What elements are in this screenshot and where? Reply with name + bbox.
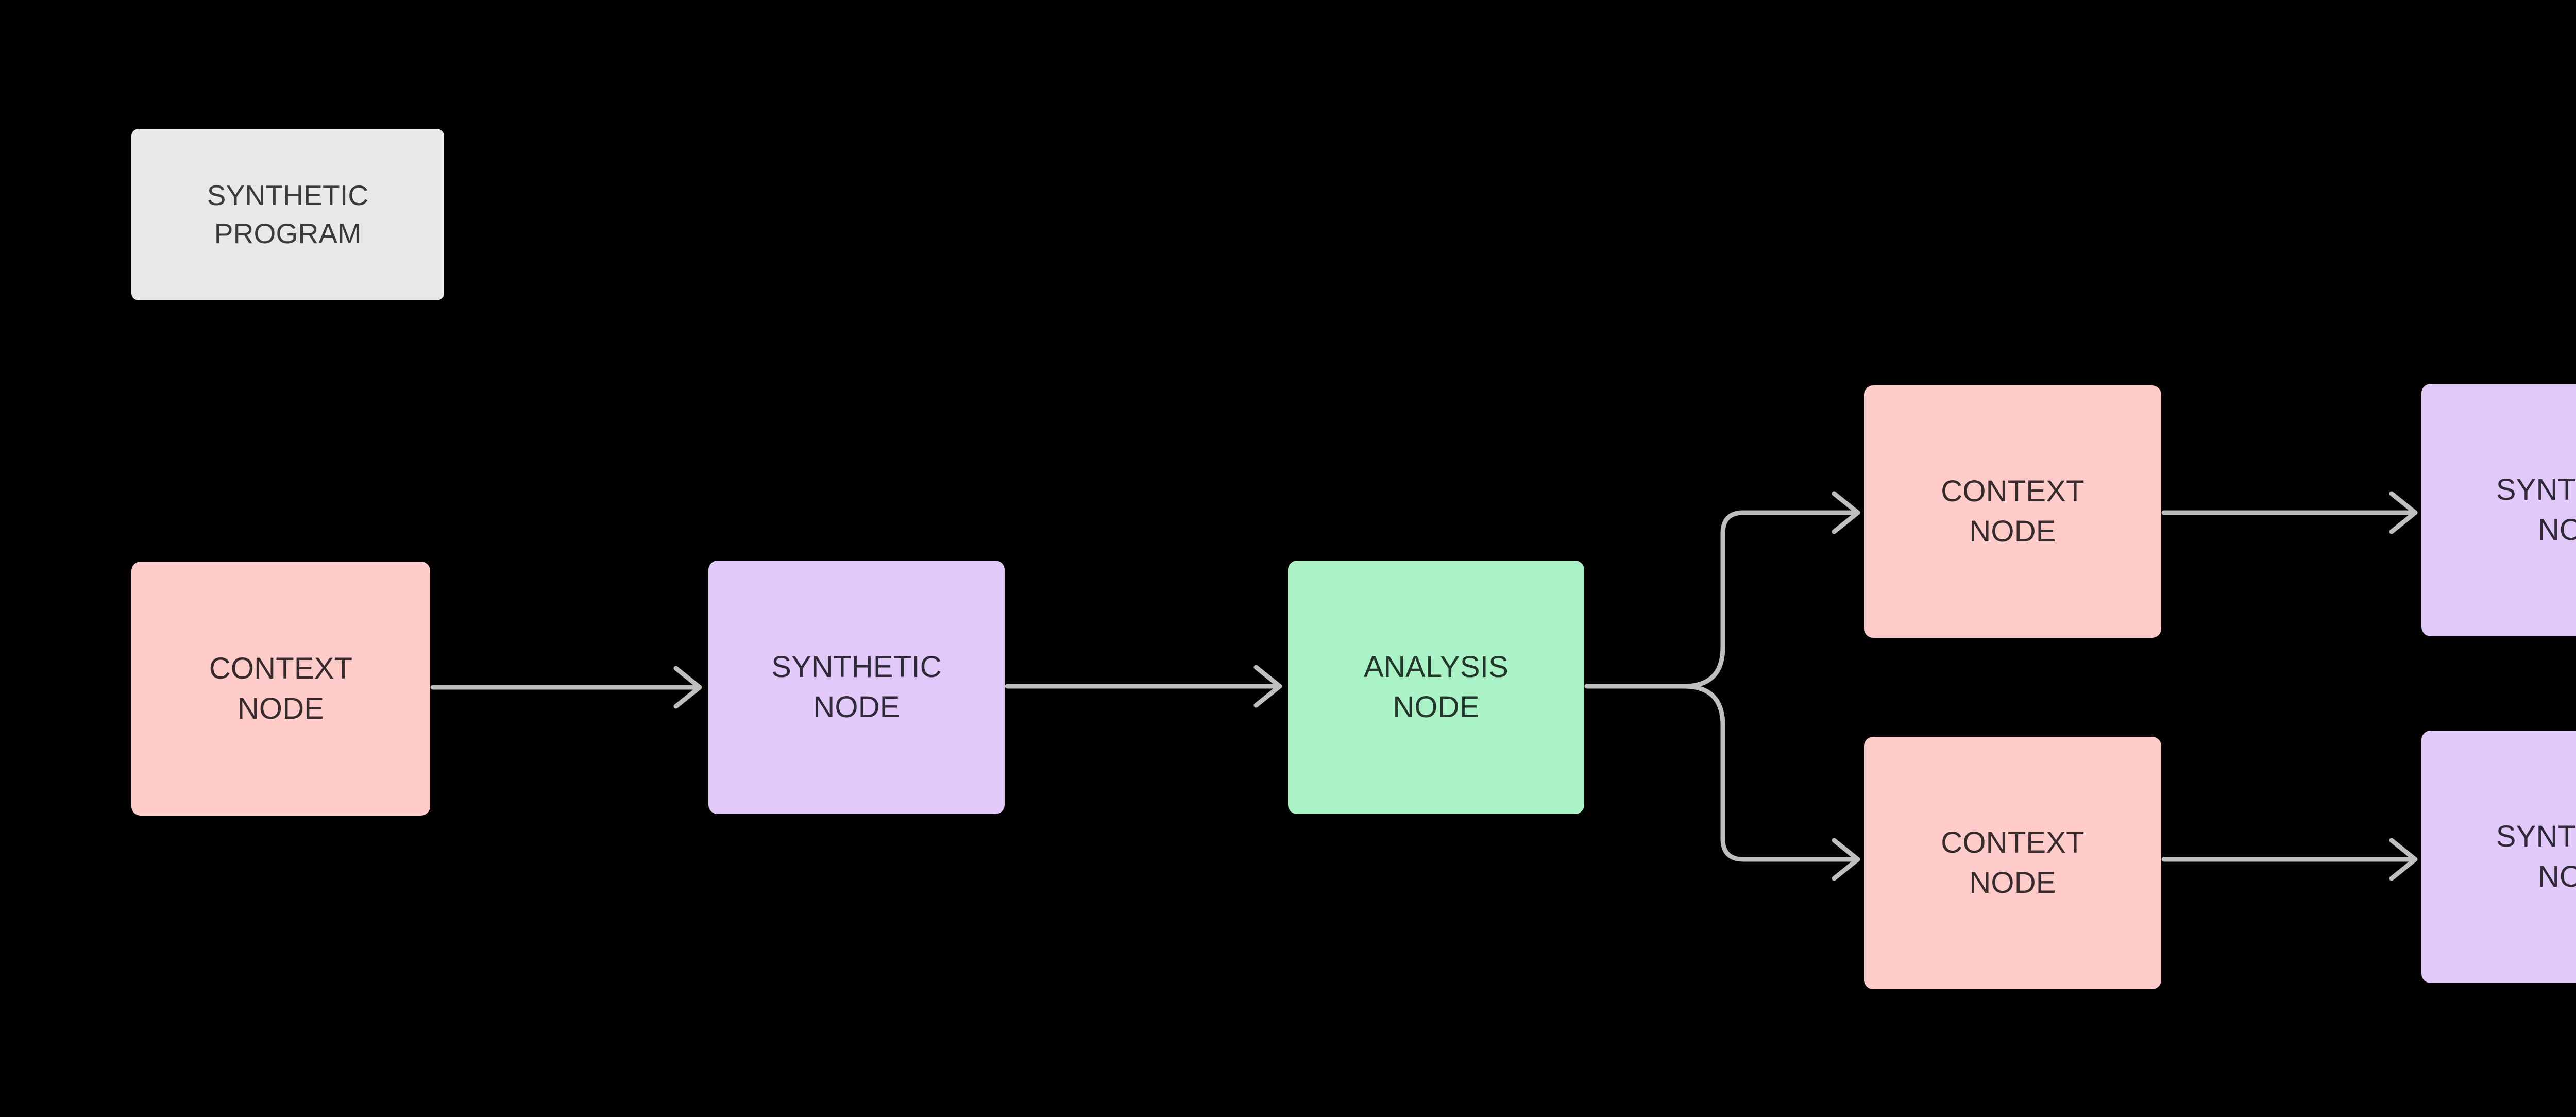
node-label-line-2: NODE — [1969, 515, 2056, 548]
node-label-line-1: CONTEXT — [209, 651, 353, 685]
edge-syn1-to-ana1 — [1005, 665, 1282, 708]
node-label-line-2: NODE — [1393, 690, 1480, 724]
node-label-line-2: NODE — [237, 691, 325, 725]
edge-ctxtop-to-syntop — [2161, 491, 2418, 534]
synthetic-program-title-box: SYNTHETIC PROGRAM — [131, 129, 444, 300]
node-label-line-2: NODE — [813, 690, 900, 724]
node-synthetic-1[interactable]: SYNTHETIC NODE — [708, 561, 1005, 814]
node-synthetic-top[interactable]: SYNTHETIC NODE — [2421, 384, 2576, 636]
edge-ctxbot-to-synbot — [2161, 838, 2418, 881]
edge-ctx1-to-syn1 — [430, 666, 702, 709]
title-line-1: SYNTHETIC — [207, 179, 369, 211]
node-label-line-2: NODE — [1969, 866, 2056, 900]
node-analysis-1[interactable]: ANALYSIS NODE — [1288, 561, 1584, 814]
node-label-line-1: SYNTHETIC — [771, 650, 942, 684]
edge-ana1-to-ctxbot — [1584, 684, 1860, 881]
node-label-line-2: NODE — [2537, 513, 2576, 547]
node-label-line-1: CONTEXT — [1941, 475, 2084, 509]
title-line-2: PROGRAM — [214, 217, 362, 249]
node-label-line-1: SYNTHETIC — [2496, 820, 2576, 854]
node-context-1[interactable]: CONTEXT NODE — [131, 562, 430, 816]
node-label-line-1: CONTEXT — [1941, 826, 2084, 860]
node-context-top[interactable]: CONTEXT NODE — [1864, 385, 2161, 638]
node-label-line-1: SYNTHETIC — [2496, 473, 2576, 507]
node-synthetic-bottom[interactable]: SYNTHETIC NODE — [2421, 731, 2576, 983]
node-label-line-2: NODE — [2537, 860, 2576, 893]
node-label-line-1: ANALYSIS — [1364, 650, 1509, 684]
node-context-bottom[interactable]: CONTEXT NODE — [1864, 737, 2161, 989]
edge-ana1-to-ctxtop — [1584, 491, 1860, 689]
